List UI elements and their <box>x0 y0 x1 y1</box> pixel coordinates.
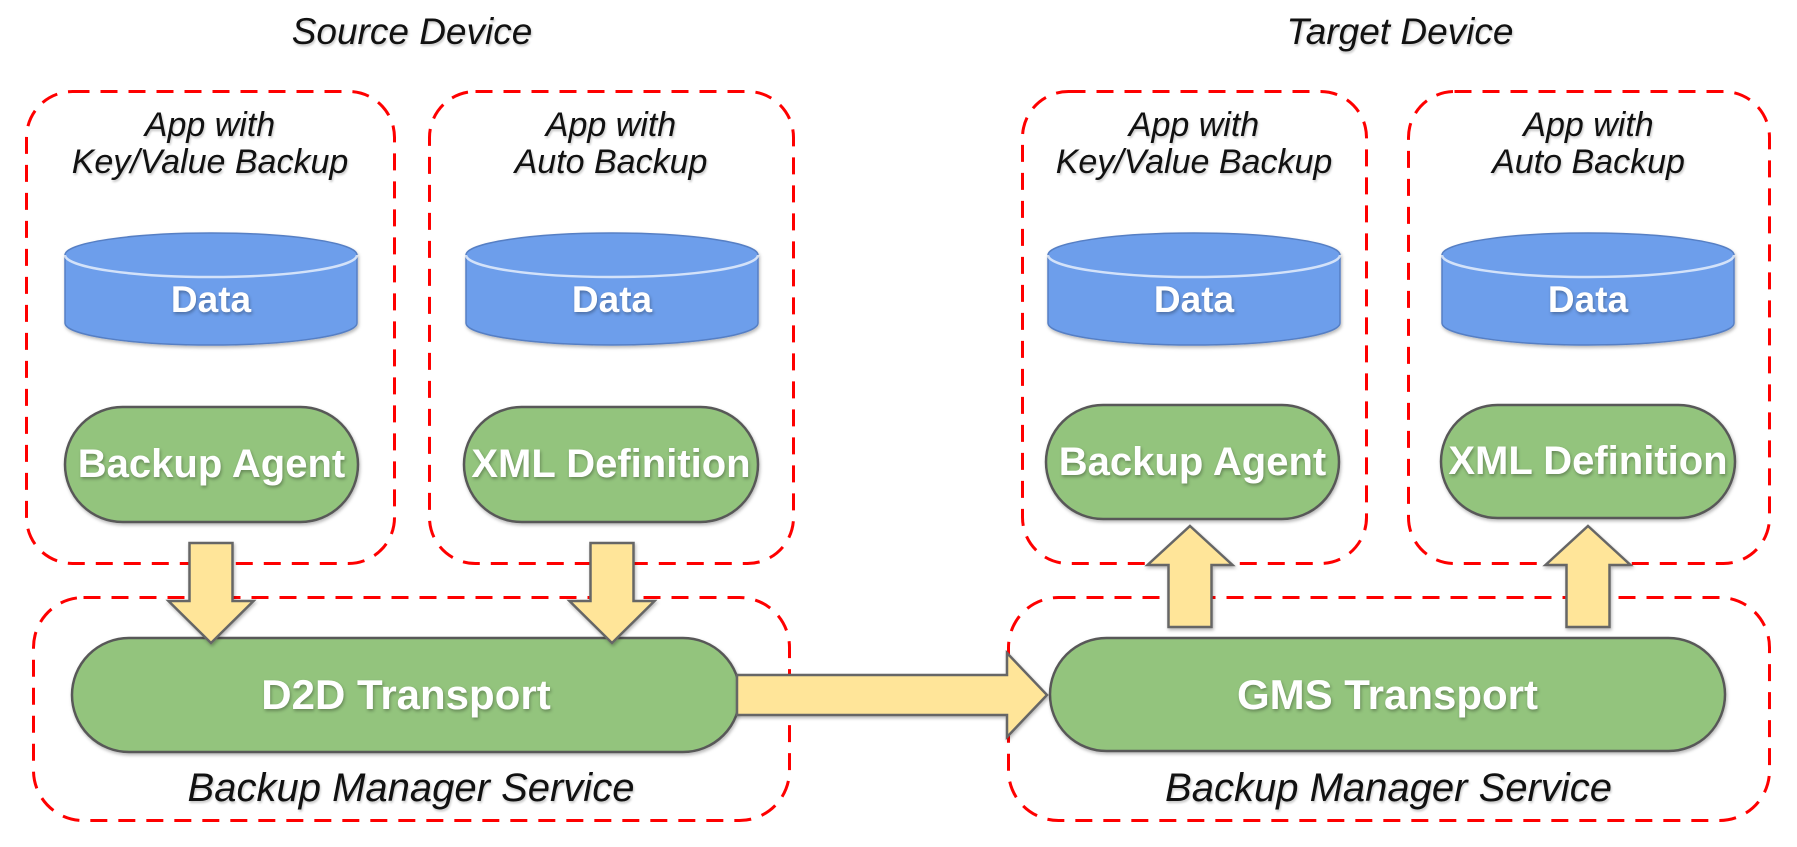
down-arrow-xml-definition <box>566 541 658 645</box>
source-xml-definition-pill <box>462 405 760 524</box>
target-xml-definition-pill <box>1439 403 1737 520</box>
target-keyvalue-data-cylinder <box>1046 232 1342 346</box>
d2d-transport-pill <box>70 636 742 754</box>
source-auto-data-cylinder <box>464 232 760 346</box>
target-auto-data-cylinder <box>1440 232 1736 346</box>
source-backup-agent-pill <box>63 405 360 524</box>
up-arrow-xml-definition <box>1542 524 1634 629</box>
up-arrow-backup-agent <box>1144 524 1236 629</box>
source-keyvalue-data-cylinder <box>63 232 359 346</box>
target-backup-agent-pill <box>1044 403 1341 521</box>
gms-transport-pill <box>1048 636 1727 753</box>
down-arrow-backup-agent <box>165 541 257 645</box>
right-arrow-d2d-to-gms <box>735 649 1049 741</box>
